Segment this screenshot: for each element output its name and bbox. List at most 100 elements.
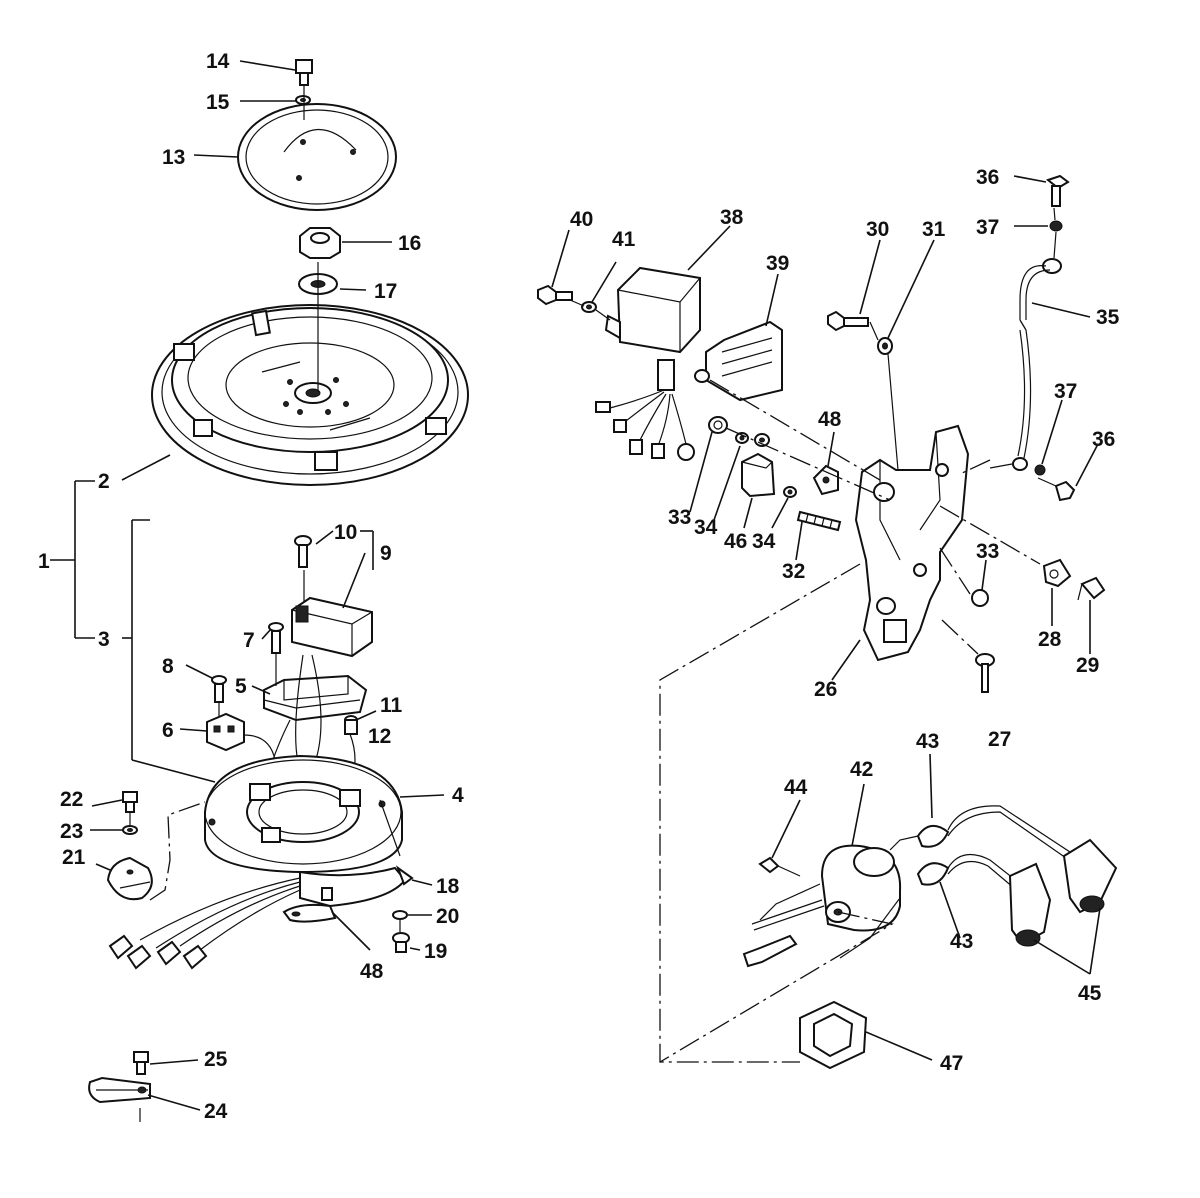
callout-12: 12 — [368, 725, 391, 748]
part-washer-41 — [581, 301, 597, 313]
part-fitting-11-12 — [344, 715, 358, 735]
callout-34b: 34 — [752, 530, 776, 553]
part-grommet-28 — [1042, 558, 1072, 588]
callout-1: 1 — [38, 550, 50, 573]
callout-44: 44 — [784, 776, 808, 799]
callout-43b: 43 — [950, 930, 973, 953]
part-connector-6 — [206, 712, 245, 752]
part-lead-wires — [759, 805, 1071, 959]
callout-17: 17 — [374, 280, 397, 303]
callout-8: 8 — [162, 655, 174, 678]
part-screw-36-top — [1045, 174, 1070, 207]
callout-45: 45 — [1078, 982, 1102, 1005]
part-bracket-18 — [299, 865, 414, 908]
callout-26: 26 — [814, 678, 837, 701]
callout-21: 21 — [62, 846, 86, 869]
callout-48b: 48 — [818, 408, 842, 431]
part-mount-bracket-26 — [854, 424, 970, 662]
callout-25: 25 — [204, 1048, 228, 1071]
part-washer-15 — [295, 95, 311, 105]
part-screw-8 — [211, 675, 227, 703]
part-screw-36-bottom — [1037, 477, 1076, 502]
part-bolt-14 — [295, 59, 313, 86]
part-bracket-21 — [106, 856, 153, 901]
dash-path-ground — [959, 459, 991, 475]
part-module-38 — [604, 266, 701, 391]
callout-2: 2 — [98, 470, 110, 493]
dash-path-pin — [941, 619, 979, 655]
callout-38: 38 — [720, 206, 744, 229]
callout-40: 40 — [570, 208, 593, 231]
callout-30: 30 — [866, 218, 889, 241]
part-cover-plate-13 — [237, 103, 397, 211]
dash-path-21 — [149, 801, 206, 901]
callout-11: 11 — [380, 694, 403, 717]
part-screw-19 — [392, 932, 410, 953]
leader-lines-right — [551, 175, 1101, 1061]
callout-labels: 1 2 3 4 5 6 7 8 9 10 11 12 13 14 15 16 1… — [38, 50, 1120, 1123]
dash-path-bracket-assembly — [659, 563, 861, 1063]
part-washer-34 — [735, 432, 749, 444]
callout-15: 15 — [206, 91, 230, 114]
part-screw-44 — [758, 856, 801, 877]
part-screw-10 — [294, 535, 312, 568]
part-clip-48-left — [282, 887, 337, 923]
part-spark-cap-45 — [1008, 838, 1118, 947]
dash-path-spacer — [725, 427, 891, 501]
callout-29: 29 — [1076, 654, 1099, 677]
dash-path-coil — [659, 911, 894, 1063]
part-ground-wire-35 — [1012, 258, 1062, 471]
callout-43a: 43 — [916, 730, 939, 753]
callout-34a: 34 — [694, 516, 718, 539]
callout-36b: 36 — [1092, 428, 1115, 451]
callout-33a: 33 — [668, 506, 691, 529]
part-coil-9 — [291, 596, 373, 658]
part-stator-leads — [108, 877, 301, 970]
part-module-38-leads — [595, 389, 695, 461]
callout-42: 42 — [850, 758, 873, 781]
part-clip-48-right — [812, 464, 839, 496]
part-washer-31 — [877, 337, 893, 355]
part-screw-29 — [1077, 576, 1106, 601]
callout-24: 24 — [204, 1100, 228, 1123]
part-terminal-rod — [742, 899, 825, 968]
part-stator-plate-4 — [204, 754, 403, 874]
callout-20: 20 — [436, 905, 459, 928]
callout-18: 18 — [436, 875, 460, 898]
leader-lines-left — [50, 60, 445, 1122]
callout-10: 10 — [334, 521, 357, 544]
callout-16: 16 — [398, 232, 421, 255]
callout-48a: 48 — [360, 960, 384, 983]
part-rectifier-39 — [694, 320, 783, 402]
callout-9: 9 — [380, 542, 392, 565]
callout-13: 13 — [162, 146, 185, 169]
callout-6: 6 — [162, 719, 174, 742]
part-nut-16 — [299, 227, 341, 259]
dash-path-wire — [1019, 319, 1027, 331]
callout-23: 23 — [60, 820, 83, 843]
part-screw-25 — [133, 1051, 149, 1075]
callout-37a: 37 — [976, 216, 999, 239]
part-spacer-33b — [971, 589, 989, 607]
callout-47: 47 — [940, 1052, 963, 1075]
callout-33b: 33 — [976, 540, 999, 563]
dash-path-grommet — [939, 505, 1041, 565]
part-pin-27 — [975, 653, 995, 693]
part-screw-30 — [827, 310, 869, 332]
part-washer-20 — [392, 910, 408, 920]
part-ignition-coil-42 — [820, 835, 919, 932]
part-washer-23 — [122, 825, 138, 835]
part-screw-22 — [122, 791, 138, 813]
part-clamp-24 — [88, 1076, 151, 1104]
callout-41: 41 — [612, 228, 636, 251]
callout-37b: 37 — [1054, 380, 1077, 403]
part-washer-34c — [783, 486, 797, 498]
callout-31: 31 — [922, 218, 946, 241]
part-stud-32 — [796, 510, 842, 532]
dash-path-spacer-b — [939, 547, 971, 595]
part-spacer-33 — [708, 416, 728, 434]
callout-14: 14 — [206, 50, 230, 73]
dash-path-module — [709, 379, 881, 481]
callout-46: 46 — [724, 530, 747, 553]
